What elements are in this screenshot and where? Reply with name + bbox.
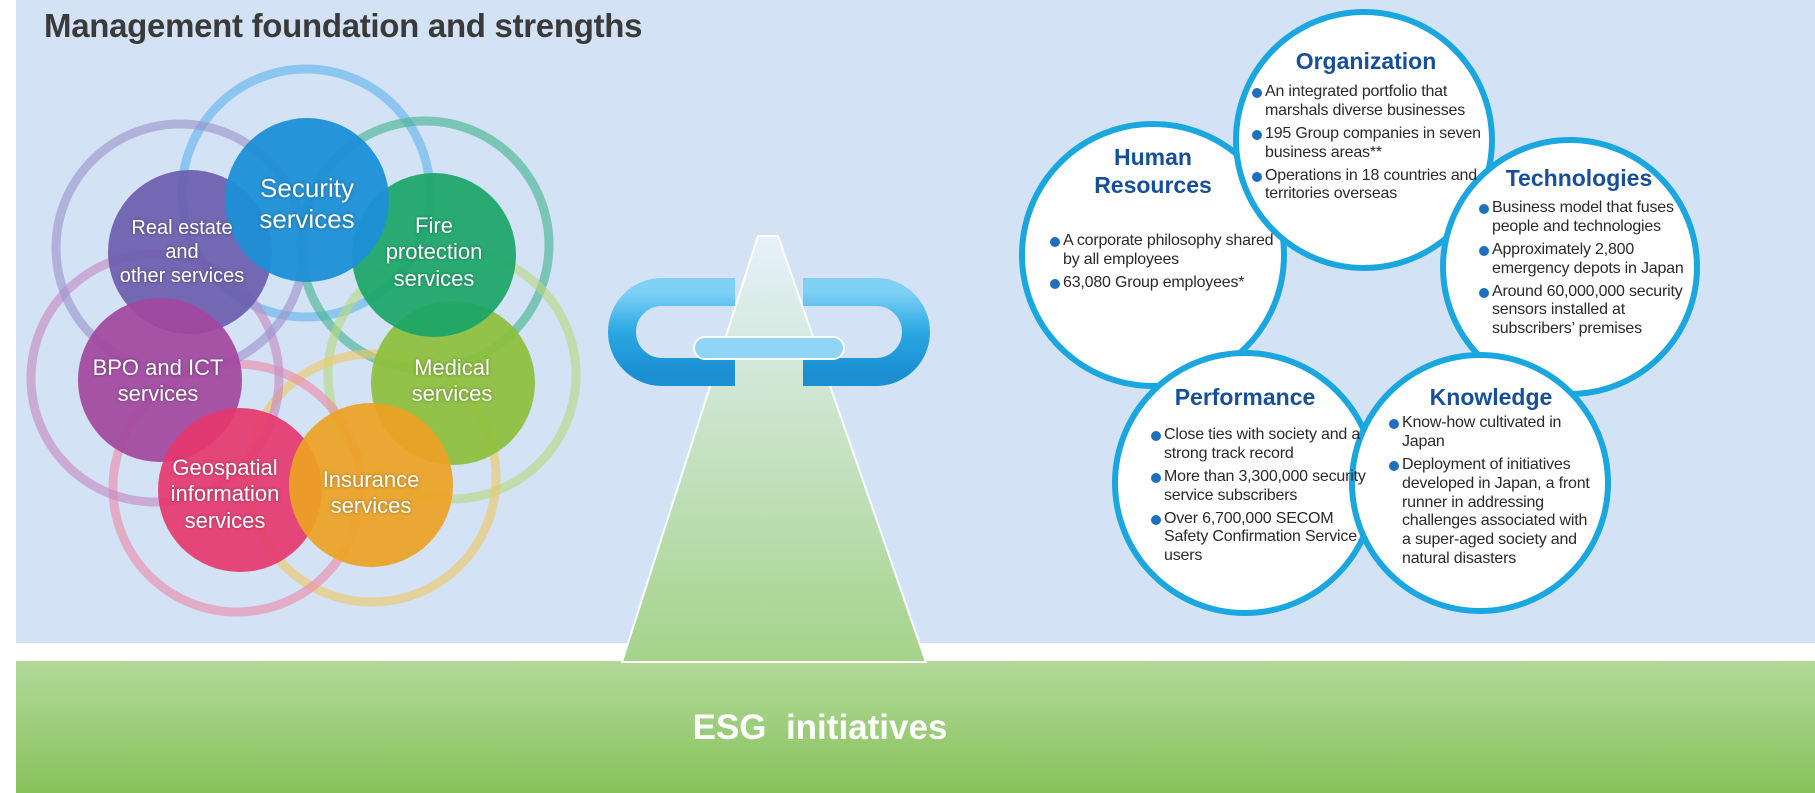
list-item: 63,080 Group employees* (1050, 274, 1278, 293)
list-item: Operations in 18 countries and territori… (1252, 167, 1494, 205)
service-label-geospatial: Geospatial information services (170, 455, 280, 533)
esg-initiatives-label: ESG initiatives (692, 708, 948, 747)
disc-insurance (289, 403, 453, 567)
list-item: Around 60,000,000 security sensors insta… (1479, 283, 1703, 340)
pillar-list-human-resources: A corporate philosophy shared by all emp… (1050, 232, 1278, 297)
disc-fire (352, 173, 516, 337)
light-beam (620, 235, 928, 663)
service-label-bpo-ict: BPO and ICT services (92, 355, 224, 407)
pillar-circles (1019, 9, 1700, 616)
chain-link-icon (608, 278, 930, 386)
pillar-list-performance: Close ties with society and a strong tra… (1151, 426, 1373, 570)
pillar-title-performance: Performance (1174, 384, 1316, 410)
pillar-list-technologies: Business model that fuses people and tec… (1479, 199, 1703, 343)
service-discs (78, 118, 535, 572)
pillar-circle-human-resources (1019, 121, 1287, 389)
list-item: Close ties with society and a strong tra… (1151, 426, 1373, 464)
list-item: An integrated portfolio that marshals di… (1252, 83, 1494, 121)
pillar-list-knowledge: Know-how cultivated in Japan Deployment … (1389, 414, 1595, 573)
list-item: Deployment of initiatives developed in J… (1389, 456, 1595, 569)
service-label-security: Security services (259, 173, 355, 235)
disc-geospatial (158, 408, 322, 572)
page-title: Management foundation and strengths (44, 7, 643, 44)
pillar-circle-organization (1233, 9, 1495, 271)
pillar-title-knowledge: Knowledge (1429, 384, 1553, 410)
disc-security (225, 118, 389, 282)
service-label-insurance: Insurance services (322, 467, 420, 519)
list-item: Approximately 2,800 emergency depots in … (1479, 241, 1703, 279)
service-label-medical: Medical services (411, 355, 493, 407)
list-item: 195 Group companies in seven business ar… (1252, 125, 1494, 163)
pillar-title-human-resources: Human Resources (1094, 144, 1212, 198)
pillar-title-organization: Organization (1295, 48, 1437, 74)
list-item: More than 3,300,000 security service sub… (1151, 468, 1373, 506)
service-label-fire-protection: Fire protection services (385, 213, 483, 291)
pillar-circle-knowledge (1349, 352, 1611, 614)
pillar-title-technologies: Technologies (1505, 165, 1653, 191)
service-label-real-estate: Real estate and other services (119, 217, 245, 287)
pillar-list-organization: An integrated portfolio that marshals di… (1252, 83, 1494, 208)
left-margin (0, 0, 16, 793)
list-item: Know-how cultivated in Japan (1389, 414, 1595, 452)
list-item: Business model that fuses people and tec… (1479, 199, 1703, 237)
list-item: Over 6,700,000 SECOM Safety Confirmation… (1151, 510, 1373, 567)
esg-band (16, 661, 1815, 793)
list-item: A corporate philosophy shared by all emp… (1050, 232, 1278, 270)
